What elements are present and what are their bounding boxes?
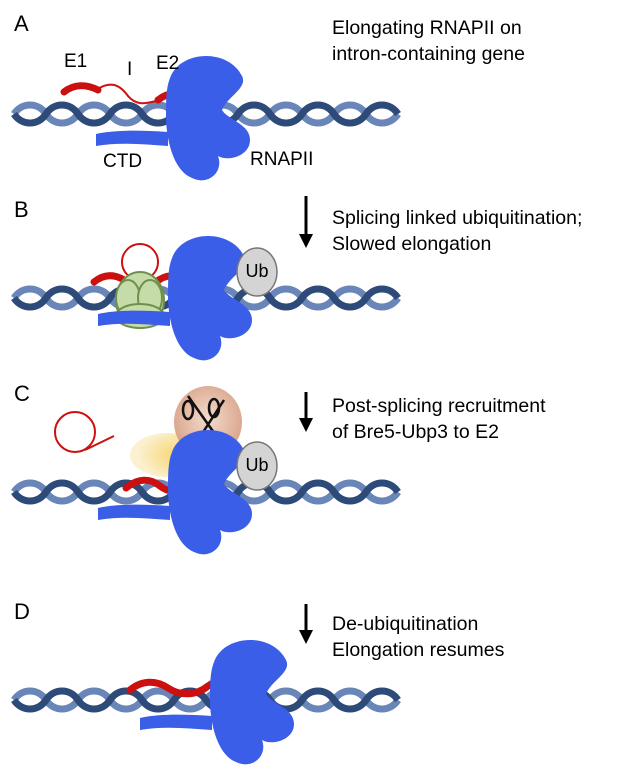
ub-bubble-c <box>236 441 278 491</box>
panel-c-description-line1: Post-splicing recruitment <box>332 395 546 417</box>
ub-label-b: Ub <box>245 261 269 281</box>
label-intron: I <box>127 59 133 80</box>
panel-letter-c: C <box>14 381 30 406</box>
arrow-head-d <box>299 630 313 644</box>
panel-a-description-line2: intron-containing gene <box>332 43 525 65</box>
dna-helix-d <box>14 691 398 709</box>
exon-e1-a <box>60 82 102 96</box>
panel-a <box>14 55 398 181</box>
panel-c <box>14 386 398 555</box>
label-e2: E2 <box>156 53 180 74</box>
panel-b-description-line2: Slowed elongation <box>332 233 492 255</box>
exon-e1-b <box>90 272 128 286</box>
panel-letter-b: B <box>14 197 29 222</box>
excised-lariat-icon <box>54 411 115 453</box>
ub-label-c: Ub <box>245 455 269 475</box>
intron-loop-a <box>95 83 161 105</box>
panel-letter-d: D <box>14 599 30 624</box>
panel-d-description-line2: Elongation resumes <box>332 639 505 661</box>
arrow-head-c <box>299 418 313 432</box>
panel-c-description-line2: of Bre5-Ubp3 to E2 <box>332 421 499 443</box>
panel-b-description-line1: Splicing linked ubiquitination; <box>332 207 583 229</box>
rnapii-d <box>140 639 294 765</box>
panel-d <box>14 604 398 765</box>
panel-d-description-line1: De-ubiquitination <box>332 613 479 635</box>
panel-b <box>14 196 398 361</box>
label-ctd: CTD <box>103 151 143 172</box>
label-rnapii: RNAPII <box>250 149 314 170</box>
panel-letter-a: A <box>14 11 29 36</box>
ub-bubble-b <box>236 247 278 297</box>
panel-a-description-line1: Elongating RNAPII on <box>332 17 522 39</box>
label-e1: E1 <box>64 51 88 72</box>
rnapii-c <box>98 429 252 555</box>
arrow-head-b <box>299 234 313 248</box>
